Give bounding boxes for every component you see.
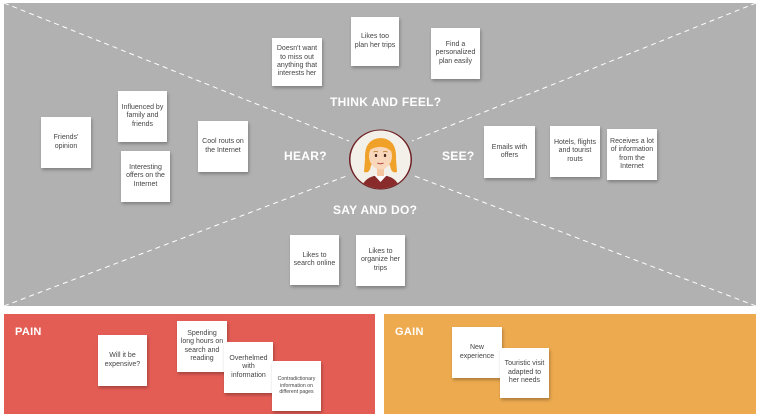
gain-section: GAIN New experience Touristic visit adap…	[384, 314, 756, 414]
quadrant-label-hear: HEAR?	[284, 149, 327, 163]
see-note-3: Receives a lot of information from the I…	[607, 129, 657, 180]
quadrant-divider-lines	[4, 3, 756, 306]
think-note-1: Doesn't want to miss out anything that i…	[272, 38, 322, 86]
quadrant-label-think-and-feel: THINK AND FEEL?	[330, 95, 442, 109]
divider-line-bottom-right	[411, 174, 756, 306]
think-note-3: Find a personalized plan easily	[431, 28, 480, 79]
empathy-map-area: THINK AND FEEL? HEAR? SEE? SAY AND DO?	[4, 3, 756, 306]
pain-note-4: Contradictionary information on differen…	[272, 361, 321, 411]
quadrant-label-see: SEE?	[442, 149, 475, 163]
think-note-2: Likes too plan her trips	[351, 17, 399, 66]
hear-note-4: Cool routs on the Internet	[198, 121, 248, 172]
pain-note-3: Overhelmed with information	[224, 342, 273, 393]
divider-line-top-right	[411, 3, 756, 142]
divider-line-top-left	[4, 3, 350, 142]
pain-note-1: Will it be expensive?	[98, 335, 147, 386]
divider-line-bottom-left	[4, 174, 350, 306]
quadrant-label-say-and-do: SAY AND DO?	[333, 203, 418, 217]
hear-note-3: Interesting offers on the Internet	[121, 151, 170, 202]
see-note-1: Emails with offers	[484, 126, 535, 178]
gain-note-2: Touristic visit adapted to her needs	[500, 348, 549, 398]
pain-section: PAIN Will it be expensive? Spending long…	[4, 314, 375, 414]
see-note-2: Hotels, flights and tourist routs	[550, 126, 600, 177]
say-note-2: Likes to organize her trips	[356, 235, 405, 286]
pain-note-2: Spending long hours on search and readin…	[177, 321, 227, 372]
pain-title: PAIN	[15, 326, 42, 338]
gain-note-1: New experience	[452, 327, 502, 378]
say-note-1: Likes to search online	[290, 235, 339, 285]
gain-title: GAIN	[395, 326, 424, 338]
hear-note-2: Influenced by family and friends	[118, 91, 167, 142]
hear-note-1: Friends' opinion	[41, 117, 91, 168]
persona-avatar-icon	[349, 129, 412, 190]
